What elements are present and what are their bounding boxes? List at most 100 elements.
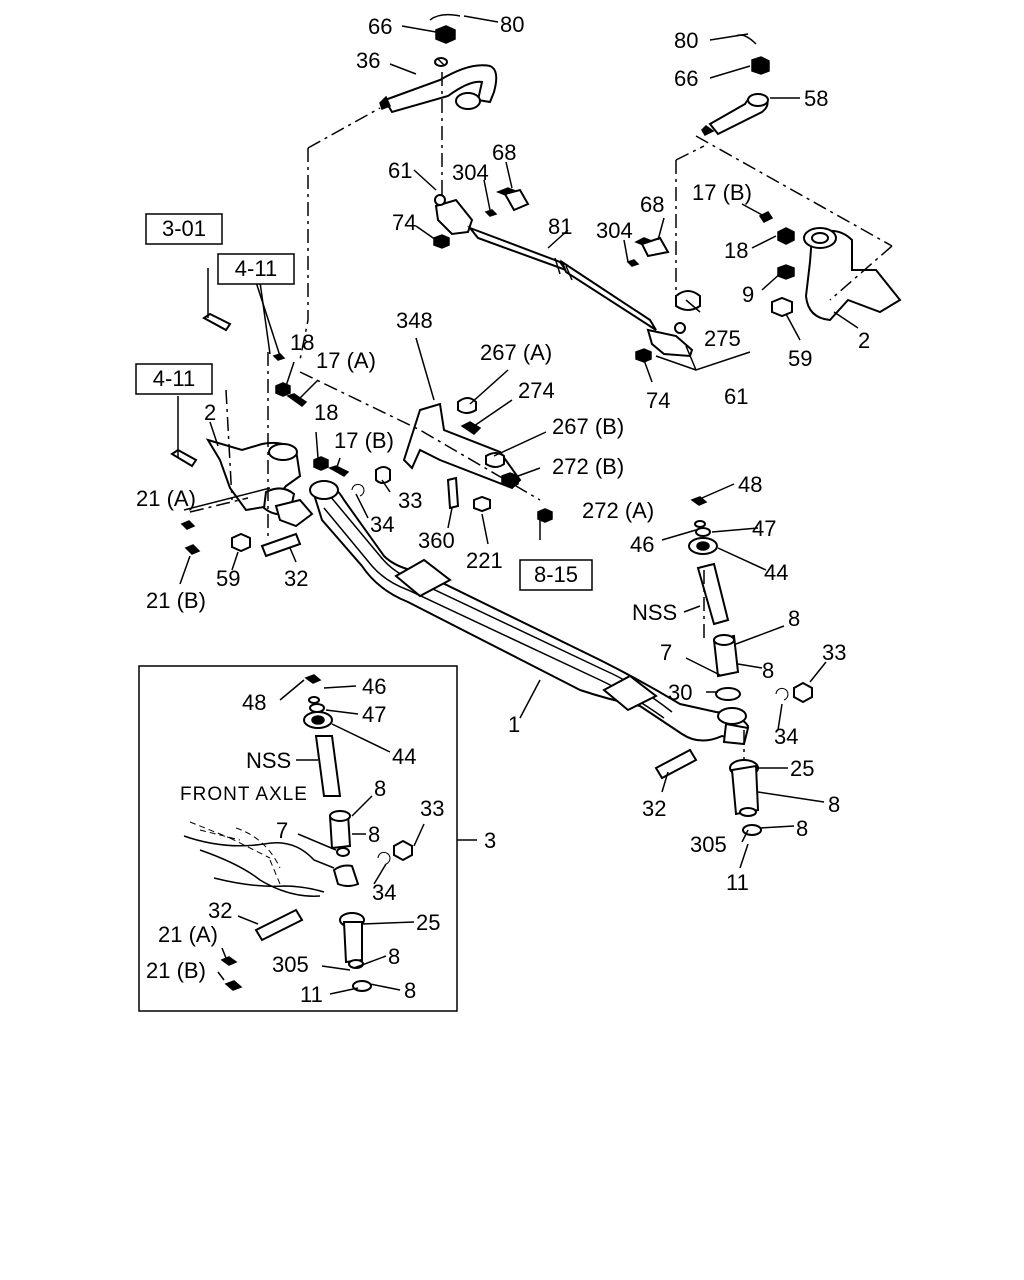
ref-box-3-01[interactable]: 3-01 <box>145 213 223 245</box>
detail-callout-47: 47 <box>362 702 386 727</box>
dashed-link-7 <box>829 245 893 301</box>
callout-8: 8 <box>762 658 774 683</box>
callout-272b: 272 (B) <box>552 454 624 479</box>
ref-box-8-15[interactable]: 8-15 <box>519 559 593 591</box>
callout-59: 59 <box>788 346 812 371</box>
detail-callout-8: 8 <box>388 944 400 969</box>
detail-callout-34: 34 <box>372 880 396 905</box>
ref-box-4-11-upper[interactable]: 4-11 <box>217 253 295 285</box>
callout-58: 58 <box>804 86 828 111</box>
ref-box-4-11-lower[interactable]: 4-11 <box>135 363 213 395</box>
callout-59: 59 <box>216 566 240 591</box>
pitman-arm-36 <box>379 57 498 114</box>
callout-2: 2 <box>204 400 216 425</box>
callout-275: 275 <box>704 326 741 351</box>
callout-74: 74 <box>392 210 416 235</box>
tie-rod-end-58 <box>701 34 770 136</box>
callout-267a: 267 (A) <box>480 340 552 365</box>
detail-callout-21b: 21 (B) <box>146 958 206 983</box>
detail-leader-lines <box>217 679 425 995</box>
callout-9: 9 <box>742 282 754 307</box>
detail-callout-33: 33 <box>420 796 444 821</box>
callout-11: 11 <box>726 870 749 895</box>
callout-61: 61 <box>388 158 412 183</box>
detail-callout-46: 46 <box>362 674 386 699</box>
callout-21a: 21 (A) <box>136 486 196 511</box>
ref-label-4-11-lower: 4-11 <box>153 366 195 391</box>
callout-305: 305 <box>690 832 727 857</box>
detail-callout-48: 48 <box>242 690 266 715</box>
callout-66: 66 <box>674 66 698 91</box>
callout-25: 25 <box>790 756 814 781</box>
callout-80: 80 <box>674 28 698 53</box>
callout-34: 34 <box>774 724 798 749</box>
detail-callout-21a: 21 (A) <box>158 922 218 947</box>
callout-44: 44 <box>764 560 788 585</box>
ref-label-8-15: 8-15 <box>534 562 578 587</box>
callout-8: 8 <box>796 816 808 841</box>
detail-callout-7: 7 <box>276 818 288 843</box>
detail-callout-305: 305 <box>272 952 309 977</box>
callout-47: 47 <box>752 516 776 541</box>
callout-68: 68 <box>640 192 664 217</box>
callout-18: 18 <box>314 400 338 425</box>
callout-34: 34 <box>370 512 394 537</box>
ref-label-3-01: 3-01 <box>162 216 206 241</box>
detail-callout-8: 8 <box>374 776 386 801</box>
detail-callout-44: 44 <box>392 744 416 769</box>
callout-267b: 267 (B) <box>552 414 624 439</box>
detail-group-number: 3 <box>484 828 496 853</box>
king-pin-stack-right <box>688 496 762 836</box>
detail-title: FRONT AXLE <box>180 784 308 805</box>
detail-callout-8: 8 <box>404 978 416 1003</box>
callout-48: 48 <box>738 472 762 497</box>
diagram-artwork <box>138 13 902 1012</box>
callout-8: 8 <box>828 792 840 817</box>
nut-66-upper <box>435 25 456 44</box>
callout-21b: 21 (B) <box>146 588 206 613</box>
detail-callout-8: 8 <box>368 822 380 847</box>
callout-221: 221 <box>466 548 503 573</box>
callout-68: 68 <box>492 140 516 165</box>
steering-knuckle-right <box>675 211 902 322</box>
dashed-link-3 <box>299 148 309 361</box>
detail-callout-25: 25 <box>416 910 440 935</box>
ref-label-4-11-upper: 4-11 <box>235 256 277 281</box>
callout-32: 32 <box>284 566 308 591</box>
dashed-link-4 <box>299 371 541 501</box>
callout-61: 61 <box>724 384 748 409</box>
callout-80: 80 <box>500 12 524 37</box>
leader-lines <box>177 15 859 869</box>
callout-32: 32 <box>642 796 666 821</box>
callout-7: 7 <box>660 640 672 665</box>
dashed-link-8 <box>675 145 705 161</box>
callout-18: 18 <box>724 238 748 263</box>
callout-274: 274 <box>518 378 555 403</box>
detail-callout-32: 32 <box>208 898 232 923</box>
callout-348: 348 <box>396 308 433 333</box>
callout-74: 74 <box>646 388 670 413</box>
callout-33: 33 <box>822 640 846 665</box>
detail-callout-11: 11 <box>300 982 323 1007</box>
stopper-bracket-348 <box>351 397 553 523</box>
detail-callout-labels: FRONT AXLE 3 48 46 47 44 NSS 8 7 8 33 34… <box>146 674 496 1007</box>
callout-36: 36 <box>356 48 380 73</box>
callout-17a: 17 (A) <box>316 348 376 373</box>
callout-81: 81 <box>548 214 572 239</box>
dashed-link-6 <box>695 135 893 247</box>
callout-18: 18 <box>290 330 314 355</box>
callout-17b: 17 (B) <box>692 180 752 205</box>
callout-8: 8 <box>788 606 800 631</box>
dashed-link-10 <box>225 389 233 501</box>
detail-artwork <box>183 674 413 992</box>
callout-33: 33 <box>398 488 422 513</box>
dashed-link-13 <box>189 497 249 513</box>
callout-360: 360 <box>418 528 455 553</box>
callout-30: 30 <box>668 680 692 705</box>
detail-callout-nss: NSS <box>246 748 291 773</box>
dashed-link-2 <box>307 107 381 149</box>
callout-2: 2 <box>858 328 870 353</box>
callout-1: 1 <box>508 712 520 737</box>
callout-labels: 66 80 36 80 66 58 68 61 304 74 81 68 304… <box>136 12 870 895</box>
